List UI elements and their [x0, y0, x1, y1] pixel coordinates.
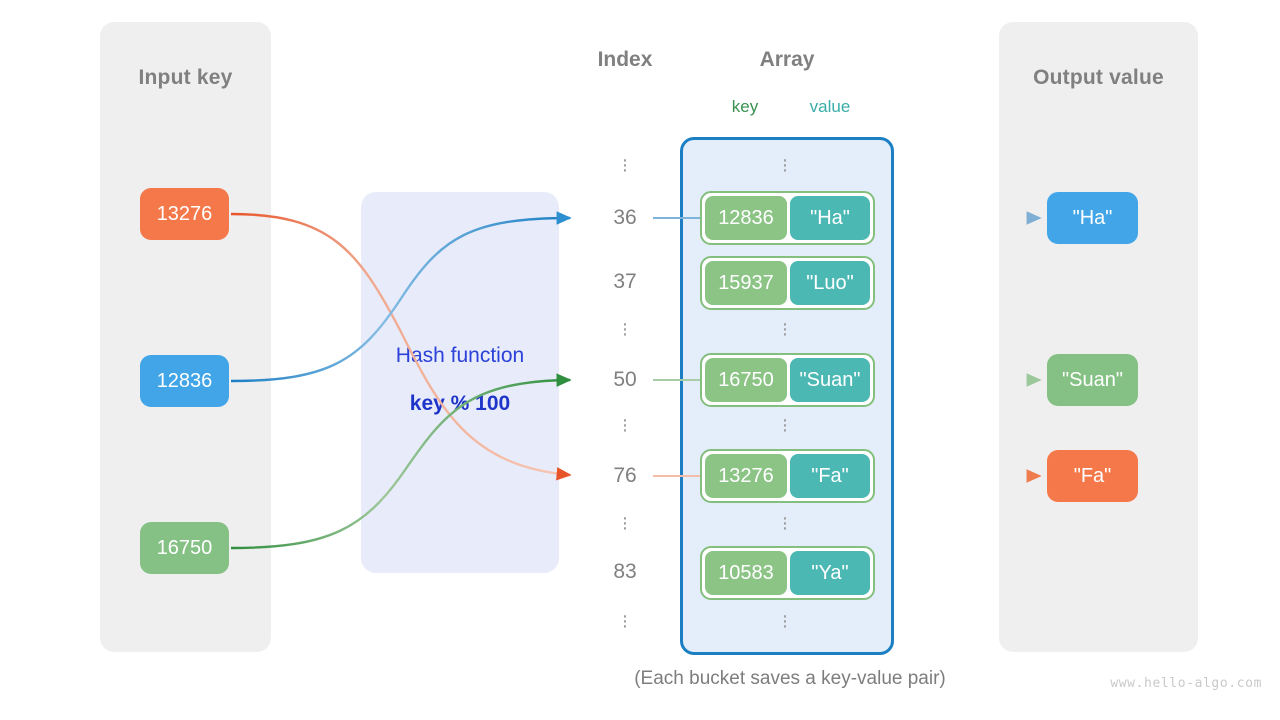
index-ellipsis-1: ··· — [621, 313, 629, 345]
bucket-36-value: "Ha" — [790, 196, 870, 240]
array-column-header: Array — [759, 48, 815, 71]
array-ellipsis-2: ··· — [781, 409, 789, 441]
input-panel-title: Input key — [138, 66, 233, 89]
array-ellipsis-0: ··· — [781, 149, 789, 181]
bucket-36[interactable]: 12836 "Ha" — [700, 191, 875, 245]
bucket-83-value: "Ya" — [790, 551, 870, 595]
hash-function-formula: key % 100 — [409, 392, 511, 415]
index-ellipsis-4: ··· — [621, 605, 629, 637]
output-value-panel: Output value — [999, 22, 1198, 652]
index-label-83: 83 — [613, 560, 637, 583]
hash-function-box — [361, 192, 559, 573]
key-subheader: key — [731, 97, 759, 116]
index-ellipsis-2: ··· — [621, 409, 629, 441]
input-key-1[interactable]: 12836 — [140, 355, 229, 407]
output-panel-title: Output value — [1033, 66, 1164, 89]
bucket-50[interactable]: 16750 "Suan" — [700, 353, 875, 407]
bucket-50-key: 16750 — [705, 358, 787, 402]
bucket-37[interactable]: 15937 "Luo" — [700, 256, 875, 310]
output-value-1[interactable]: "Suan" — [1047, 354, 1138, 406]
index-label-50: 50 — [613, 368, 637, 391]
watermark-text: www.hello-algo.com — [1110, 676, 1262, 691]
output-value-2[interactable]: "Fa" — [1047, 450, 1138, 502]
index-ellipsis-0: ··· — [621, 149, 629, 181]
array-ellipsis-4: ··· — [781, 605, 789, 637]
bucket-76-value: "Fa" — [790, 454, 870, 498]
index-label-76: 76 — [613, 464, 637, 487]
bucket-76[interactable]: 13276 "Fa" — [700, 449, 875, 503]
index-label-37: 37 — [613, 270, 637, 293]
bucket-83[interactable]: 10583 "Ya" — [700, 546, 875, 600]
bucket-37-value: "Luo" — [790, 261, 870, 305]
caption-text: (Each bucket saves a key-value pair) — [634, 668, 946, 689]
index-label-36: 36 — [613, 206, 637, 229]
index-ellipsis-3: ··· — [621, 507, 629, 539]
input-key-0[interactable]: 13276 — [140, 188, 229, 240]
array-ellipsis-3: ··· — [781, 507, 789, 539]
bucket-50-value: "Suan" — [790, 358, 870, 402]
index-column-header: Index — [597, 48, 653, 71]
hash-function-label: Hash function — [395, 344, 525, 367]
bucket-36-key: 12836 — [705, 196, 787, 240]
output-value-0[interactable]: "Ha" — [1047, 192, 1138, 244]
value-subheader: value — [809, 97, 851, 116]
input-key-2[interactable]: 16750 — [140, 522, 229, 574]
array-ellipsis-1: ··· — [781, 313, 789, 345]
bucket-37-key: 15937 — [705, 261, 787, 305]
bucket-83-key: 10583 — [705, 551, 787, 595]
bucket-76-key: 13276 — [705, 454, 787, 498]
